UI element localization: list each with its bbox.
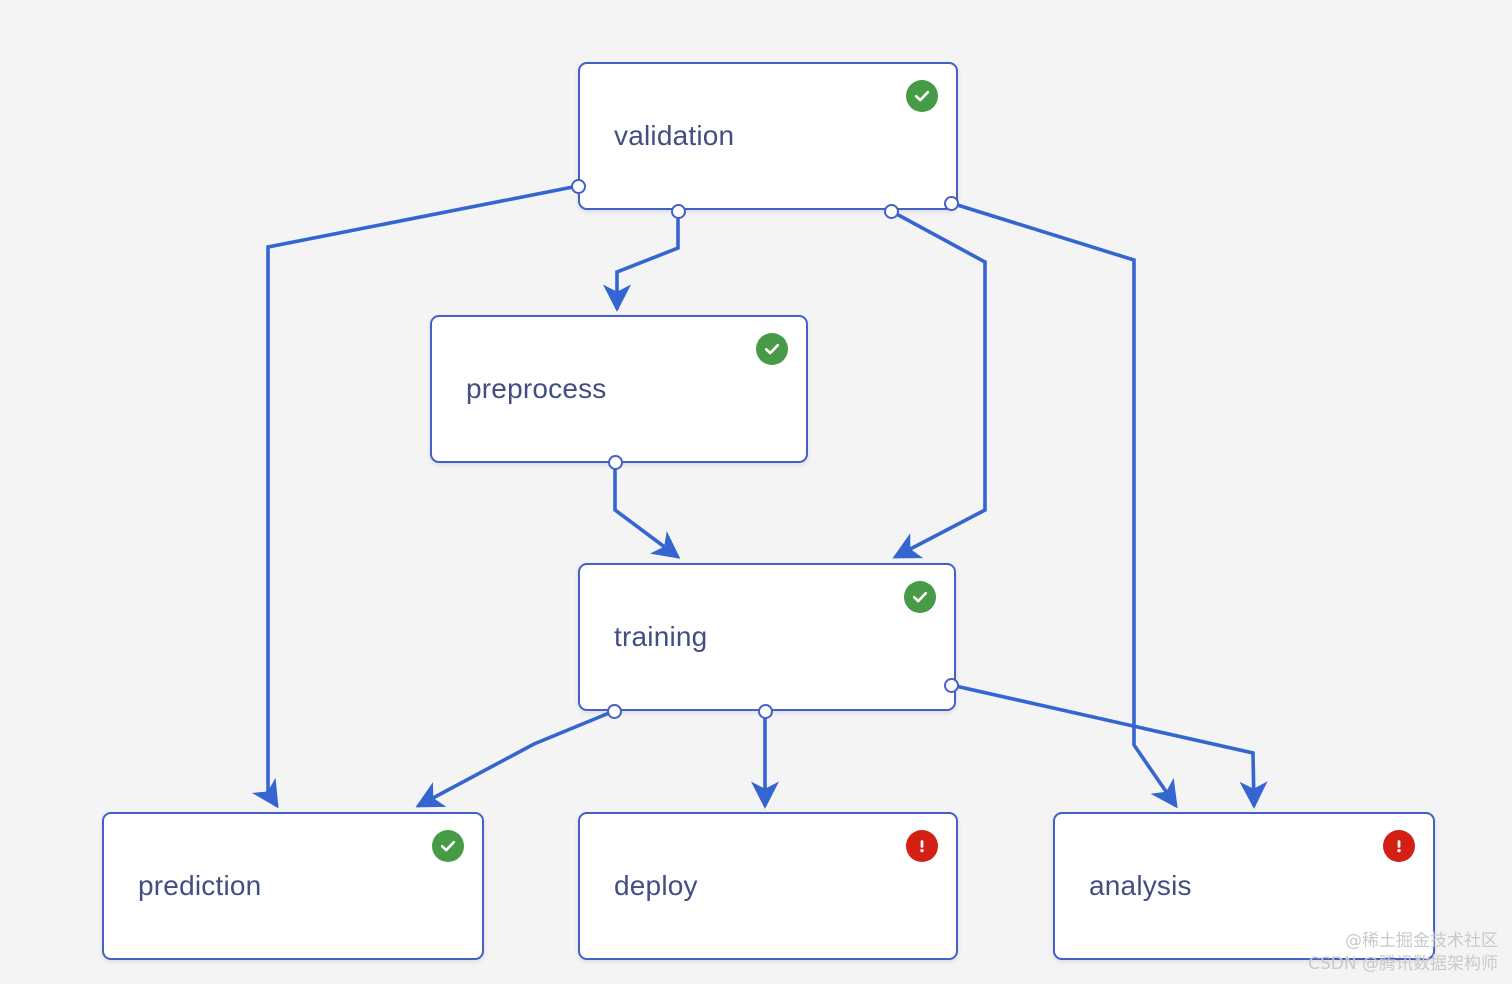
node-prediction[interactable]: prediction: [102, 812, 484, 960]
check-circle-icon: [906, 80, 938, 112]
port-preprocess-bottom[interactable]: [607, 454, 623, 470]
exclamation-circle-icon: [1383, 830, 1415, 862]
edge-preprocess-to-training: [613, 462, 681, 559]
edge-validation-to-prediction: [251, 184, 579, 809]
port-validation-bottom-1[interactable]: [670, 203, 686, 219]
port-validation-right[interactable]: [943, 195, 959, 211]
watermark: @稀土掘金技术社区 CSDN @腾讯数据架构师: [1308, 930, 1498, 976]
node-deploy-label: deploy: [614, 870, 698, 901]
node-preprocess[interactable]: preprocess: [430, 315, 808, 463]
watermark-line-1: @稀土掘金技术社区: [1345, 931, 1498, 952]
node-preprocess-label: preprocess: [466, 373, 607, 404]
port-validation-left[interactable]: [570, 178, 586, 194]
node-training-label: training: [614, 621, 708, 652]
edge-training-to-analysis: [950, 683, 1268, 809]
node-training[interactable]: training: [578, 563, 956, 711]
node-analysis-label: analysis: [1089, 870, 1192, 901]
node-validation[interactable]: validation: [578, 62, 958, 210]
port-training-bottom-2[interactable]: [757, 703, 773, 719]
edge-training-to-prediction: [415, 709, 615, 808]
node-prediction-label: prediction: [138, 870, 262, 901]
node-deploy[interactable]: deploy: [578, 812, 958, 960]
exclamation-circle-icon: [906, 830, 938, 862]
node-validation-label: validation: [614, 120, 735, 151]
edge-validation-to-preprocess: [602, 211, 680, 312]
port-training-bottom-1[interactable]: [606, 703, 622, 719]
edge-validation-to-analysis: [950, 201, 1178, 809]
check-circle-icon: [756, 333, 788, 365]
watermark-line-2: CSDN @腾讯数据架构师: [1308, 954, 1498, 975]
node-analysis[interactable]: analysis: [1053, 812, 1435, 960]
port-validation-bottom-2[interactable]: [883, 203, 899, 219]
port-training-right[interactable]: [943, 677, 959, 693]
edge-validation-to-training: [890, 209, 987, 559]
check-circle-icon: [904, 581, 936, 613]
check-circle-icon: [432, 830, 464, 862]
